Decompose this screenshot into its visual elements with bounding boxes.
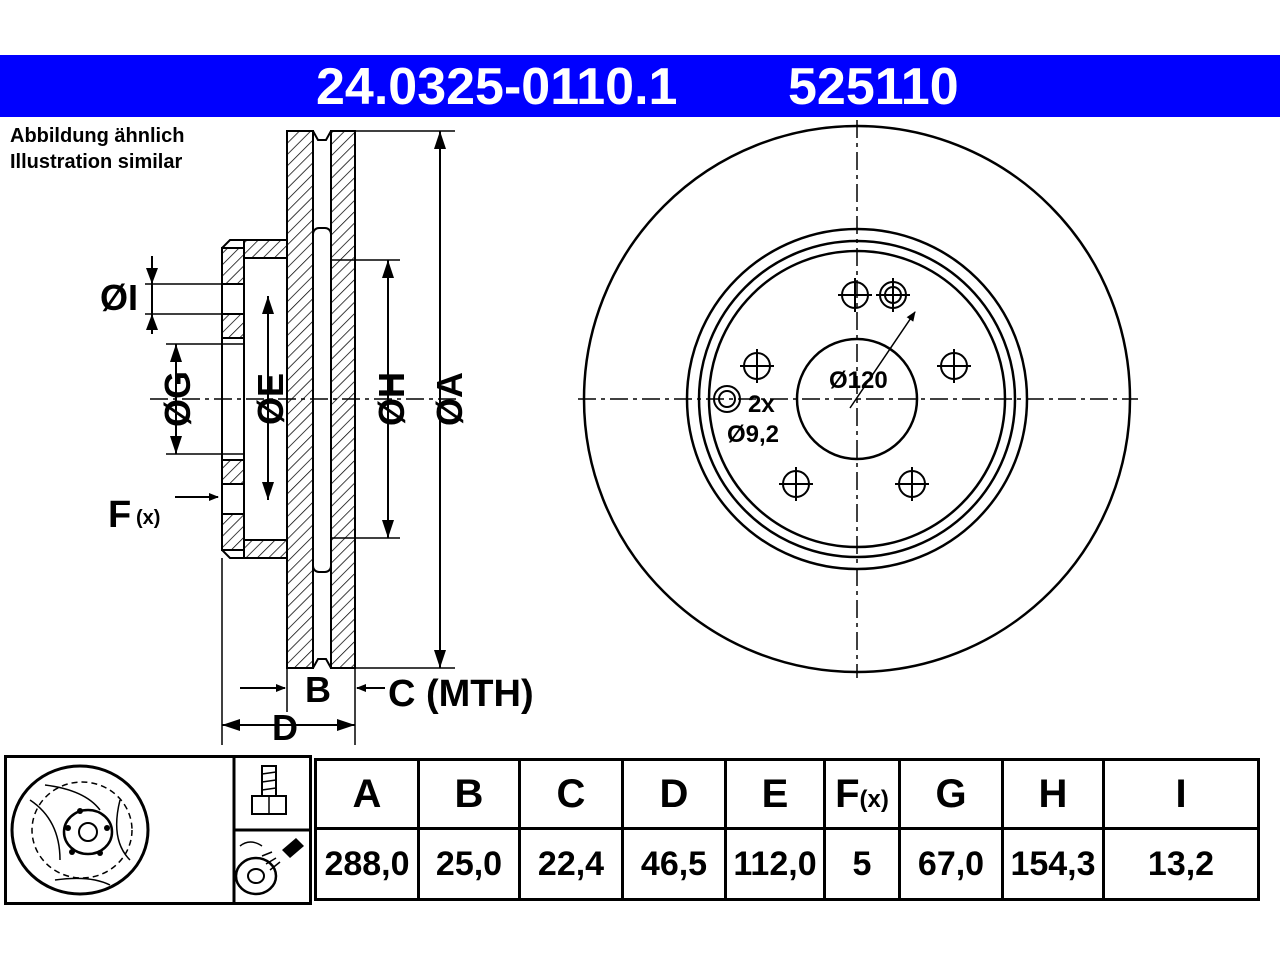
header-bar: [0, 55, 1280, 117]
dim-label-b: B: [305, 669, 331, 710]
col-header-f-sub: (x): [859, 785, 889, 813]
dim-label-d: D: [272, 707, 298, 748]
table-header-row: A B C D E F(x) G H I: [314, 758, 1260, 830]
brake-disc-icon: [10, 764, 150, 896]
reference-number: 525110: [788, 58, 959, 116]
dim-label-a: ØA: [429, 372, 470, 426]
bolt-holes: [713, 278, 971, 501]
bolt-icon: [251, 765, 287, 815]
dim-label-e: ØE: [250, 373, 291, 425]
part-number: 24.0325-0110.1: [316, 58, 678, 116]
vent-channel: [312, 227, 332, 573]
spec-table: A B C D E F(x) G H I 288,0 25,0 22,4 46,…: [314, 758, 1260, 901]
col-header-b: B: [417, 758, 521, 830]
dim-label-g: ØG: [157, 371, 198, 427]
col-header-i: I: [1102, 758, 1260, 830]
col-header-f: F(x): [823, 758, 901, 830]
note-german: Abbildung ähnlich: [10, 125, 185, 147]
value-b: 25,0: [417, 827, 521, 901]
dim-label-h: ØH: [371, 372, 412, 426]
value-c: 22,4: [518, 827, 624, 901]
value-e: 112,0: [724, 827, 826, 901]
side-view: ØI ØG ØE ØH ØA F (x) B C (MTH) D: [100, 130, 534, 748]
col-header-h: H: [1001, 758, 1105, 830]
dim-label-f-sub: (x): [136, 507, 160, 529]
icon-cell: [4, 755, 312, 905]
hole-diameter-label: Ø9,2: [727, 421, 779, 448]
value-a: 288,0: [314, 827, 420, 901]
dim-label-i: ØI: [100, 277, 138, 318]
hole-count-label: 2x: [748, 391, 775, 418]
spray-cleaner-icon: [234, 838, 304, 896]
value-g: 67,0: [898, 827, 1004, 901]
col-header-d: D: [621, 758, 727, 830]
front-view: Ø120 2x Ø9,2: [578, 120, 1138, 678]
col-header-f-main: F: [835, 771, 860, 816]
header: 24.0325-0110.1 525110: [0, 55, 1280, 117]
col-header-g: G: [898, 758, 1004, 830]
col-header-a: A: [314, 758, 420, 830]
dim-label-f: F: [108, 494, 131, 536]
table-value-row: 288,0 25,0 22,4 46,5 112,0 5 67,0 154,3 …: [314, 827, 1260, 901]
value-i: 13,2: [1102, 827, 1260, 901]
col-header-e: E: [724, 758, 826, 830]
value-h: 154,3: [1001, 827, 1105, 901]
table-icons: [10, 758, 312, 903]
illustration-note: Abbildung ähnlich Illustration similar: [10, 123, 184, 175]
value-f: 5: [823, 827, 901, 901]
col-header-c: C: [518, 758, 624, 830]
value-d: 46,5: [621, 827, 727, 901]
dim-label-c: C (MTH): [388, 673, 534, 715]
center-bore-label: Ø120: [829, 367, 888, 394]
note-english: Illustration similar: [10, 151, 183, 173]
